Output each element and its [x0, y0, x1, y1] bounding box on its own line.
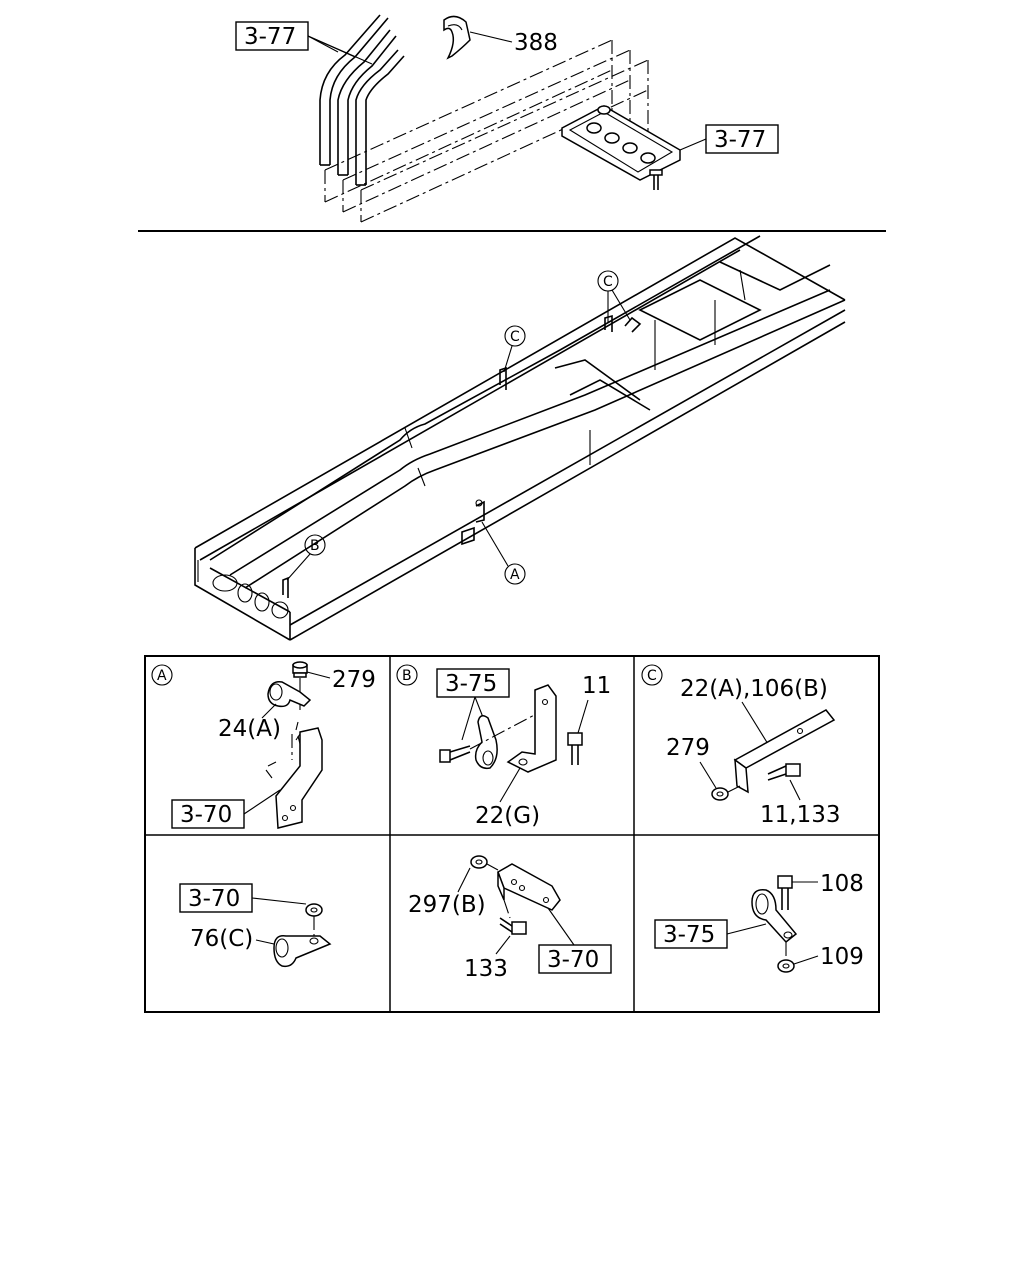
svg-text:3-70: 3-70: [188, 886, 240, 912]
part-label-388: 388: [514, 30, 558, 56]
part-label-22g: 22(G): [475, 803, 540, 829]
chassis-frame: [194, 235, 846, 641]
bolt-c-part: [767, 763, 801, 781]
detail-f: 108 109 3-75: [654, 871, 864, 973]
bolt-11-part: [567, 732, 583, 765]
clamp-b-part: [474, 715, 498, 770]
nut-109-part: [777, 959, 795, 973]
svg-text:3-70: 3-70: [547, 947, 599, 973]
bracket-b-part: [506, 684, 557, 773]
svg-text:C: C: [603, 274, 613, 290]
top-assembly: 3-77 388 3-77: [235, 14, 779, 223]
svg-text:A: A: [510, 567, 520, 583]
part-label-297b: 297(B): [408, 892, 486, 918]
svg-text:3-75: 3-75: [445, 671, 497, 697]
bracket-part: [265, 721, 323, 829]
clamp-d-part: [273, 935, 332, 968]
detail-b: B 3-75: [396, 664, 611, 829]
clamp-part: [267, 681, 312, 708]
svg-text:C: C: [510, 329, 520, 345]
part-label-24a: 24(A): [218, 716, 281, 742]
ref-box-plate[interactable]: 3-77: [705, 124, 779, 154]
part-label-133: 133: [464, 956, 508, 982]
nut-e-part: [470, 855, 488, 869]
part-label-279-c: 279: [666, 735, 710, 761]
svg-text:3-77: 3-77: [244, 24, 296, 50]
ref-box-pipes[interactable]: 3-77: [235, 21, 309, 51]
svg-text:3-75: 3-75: [663, 922, 715, 948]
callout-c-2[interactable]: C: [504, 325, 526, 347]
detail-d: 3-70 76(C): [179, 883, 332, 968]
bolt-b-left: [439, 745, 471, 763]
detail-c: C 22(A),106(B) 279 11,133: [641, 664, 840, 828]
detail-a-tag: A: [151, 664, 173, 686]
svg-text:C: C: [647, 668, 657, 684]
detail-e: 297(B) 133 3-70: [408, 855, 612, 982]
pipe-plate: [561, 105, 681, 190]
bolt-e-part: [499, 917, 527, 935]
svg-text:A: A: [157, 668, 167, 684]
nut-d-part: [305, 903, 323, 917]
svg-text:3-77: 3-77: [714, 127, 766, 153]
ref-box-3-70-a[interactable]: 3-70: [171, 799, 245, 829]
detail-b-tag: B: [396, 664, 418, 686]
nut-c-part: [711, 787, 729, 801]
detail-grid: [144, 655, 880, 1013]
clip-part: [443, 15, 471, 60]
bracket-c-part: [733, 709, 836, 794]
ref-box-3-70-e[interactable]: 3-70: [538, 944, 612, 974]
detail-a: A 279 24(A) 3-70: [151, 661, 376, 829]
part-label-279-a: 279: [332, 667, 376, 693]
plate-e-part: [497, 863, 561, 911]
clamp-f-part: [751, 889, 798, 944]
part-label-11-133: 11,133: [760, 802, 840, 828]
ref-box-3-75-f[interactable]: 3-75: [654, 919, 728, 949]
detail-c-tag: C: [641, 664, 663, 686]
part-label-76c: 76(C): [190, 926, 253, 952]
callout-c-1[interactable]: C: [597, 270, 619, 292]
ref-box-3-75-b[interactable]: 3-75: [436, 668, 510, 698]
svg-text:3-70: 3-70: [180, 802, 232, 828]
part-label-11: 11: [582, 673, 611, 699]
bolt-108-part: [777, 875, 793, 910]
callout-a[interactable]: A: [504, 563, 526, 585]
part-label-22a-106b: 22(A),106(B): [680, 676, 828, 702]
part-label-108: 108: [820, 871, 864, 897]
callout-b[interactable]: B: [304, 534, 326, 556]
ref-box-3-70-d[interactable]: 3-70: [179, 883, 253, 913]
svg-text:B: B: [310, 538, 320, 554]
svg-text:B: B: [402, 668, 412, 684]
part-label-109: 109: [820, 944, 864, 970]
nut-part: [292, 661, 308, 678]
